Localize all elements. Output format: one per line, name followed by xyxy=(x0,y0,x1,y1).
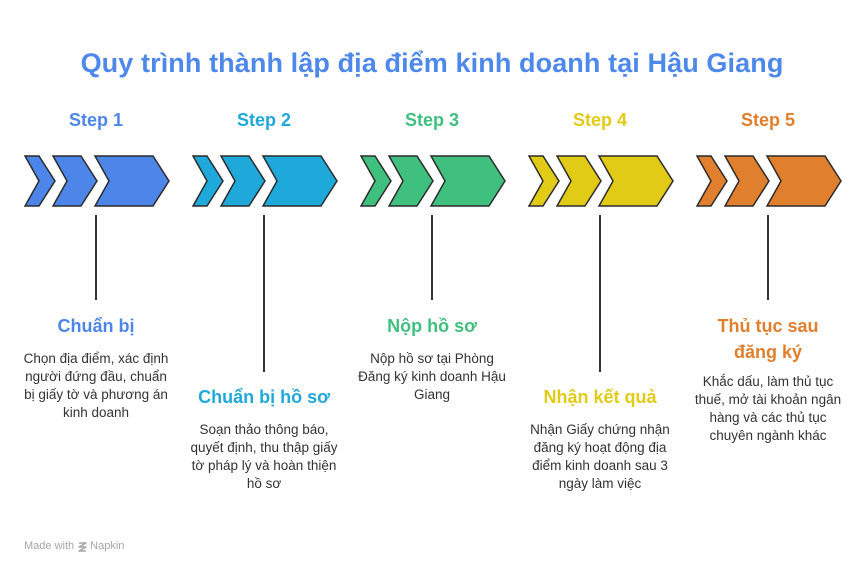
step-arrows-icon xyxy=(527,155,674,207)
step-heading: Nộp hồ sơ xyxy=(387,316,477,336)
chevron-small-1-icon xyxy=(527,155,560,207)
chevron-small-1-icon xyxy=(359,155,392,207)
step-heading: Chuẩn bị hồ sơ xyxy=(198,387,330,407)
step-arrows-icon xyxy=(695,155,842,207)
step-arrows xyxy=(527,155,674,212)
step-label: Step 3 xyxy=(404,110,460,130)
step-heading: Thủ tục sau đăng ký xyxy=(717,316,819,362)
chevron-large-icon xyxy=(765,155,842,207)
connector-line xyxy=(767,215,769,300)
step-arrows xyxy=(359,155,506,212)
brand: Napkin xyxy=(77,540,124,552)
step-arrows-icon xyxy=(191,155,338,207)
chevron-large-icon xyxy=(597,155,674,207)
step-label: Step 1 xyxy=(68,110,124,130)
napkin-logo-icon xyxy=(78,541,87,552)
connector-line xyxy=(431,215,433,300)
step-description: Nộp hồ sơ tại Phòng Đăng ký kinh doanh H… xyxy=(358,351,506,402)
chevron-large-icon xyxy=(261,155,338,207)
step-description: Nhận Giấy chứng nhận đăng ký hoạt động đ… xyxy=(530,422,670,491)
step-arrows xyxy=(23,155,170,212)
chevron-small-1-icon xyxy=(695,155,728,207)
chevron-large-icon xyxy=(429,155,506,207)
step-label: Step 5 xyxy=(740,110,796,130)
step-heading: Chuẩn bị xyxy=(57,316,135,336)
chevron-small-2-icon xyxy=(723,155,770,207)
step-arrows-icon xyxy=(359,155,506,207)
step-heading: Nhận kết quả xyxy=(543,387,657,407)
chevron-large-icon xyxy=(93,155,170,207)
connector-line xyxy=(95,215,97,300)
step-arrows xyxy=(695,155,842,212)
chevron-small-2-icon xyxy=(387,155,434,207)
step-description: Chọn địa điểm, xác định người đứng đầu, … xyxy=(23,351,169,420)
step-label: Step 2 xyxy=(236,110,292,130)
step-description: Soạn thảo thông báo, quyết định, thu thậ… xyxy=(190,422,338,491)
chevron-small-2-icon xyxy=(219,155,266,207)
step-description: Khắc dấu, làm thủ tục thuế, mở tài khoản… xyxy=(694,374,842,443)
made-with-text: Made with xyxy=(24,540,75,552)
connector-line xyxy=(263,215,265,372)
chevron-small-1-icon xyxy=(191,155,224,207)
chevron-small-2-icon xyxy=(555,155,602,207)
connector-line xyxy=(599,215,601,372)
page-title: Quy trình thành lập địa điểm kinh doanh … xyxy=(80,48,784,78)
chevron-small-2-icon xyxy=(51,155,98,207)
step-arrows xyxy=(191,155,338,212)
brand-name: Napkin xyxy=(90,540,125,552)
chevron-small-1-icon xyxy=(23,155,56,207)
step-label: Step 4 xyxy=(572,110,628,130)
step-arrows-icon xyxy=(23,155,170,207)
footer: Made with Napkin xyxy=(24,540,124,552)
